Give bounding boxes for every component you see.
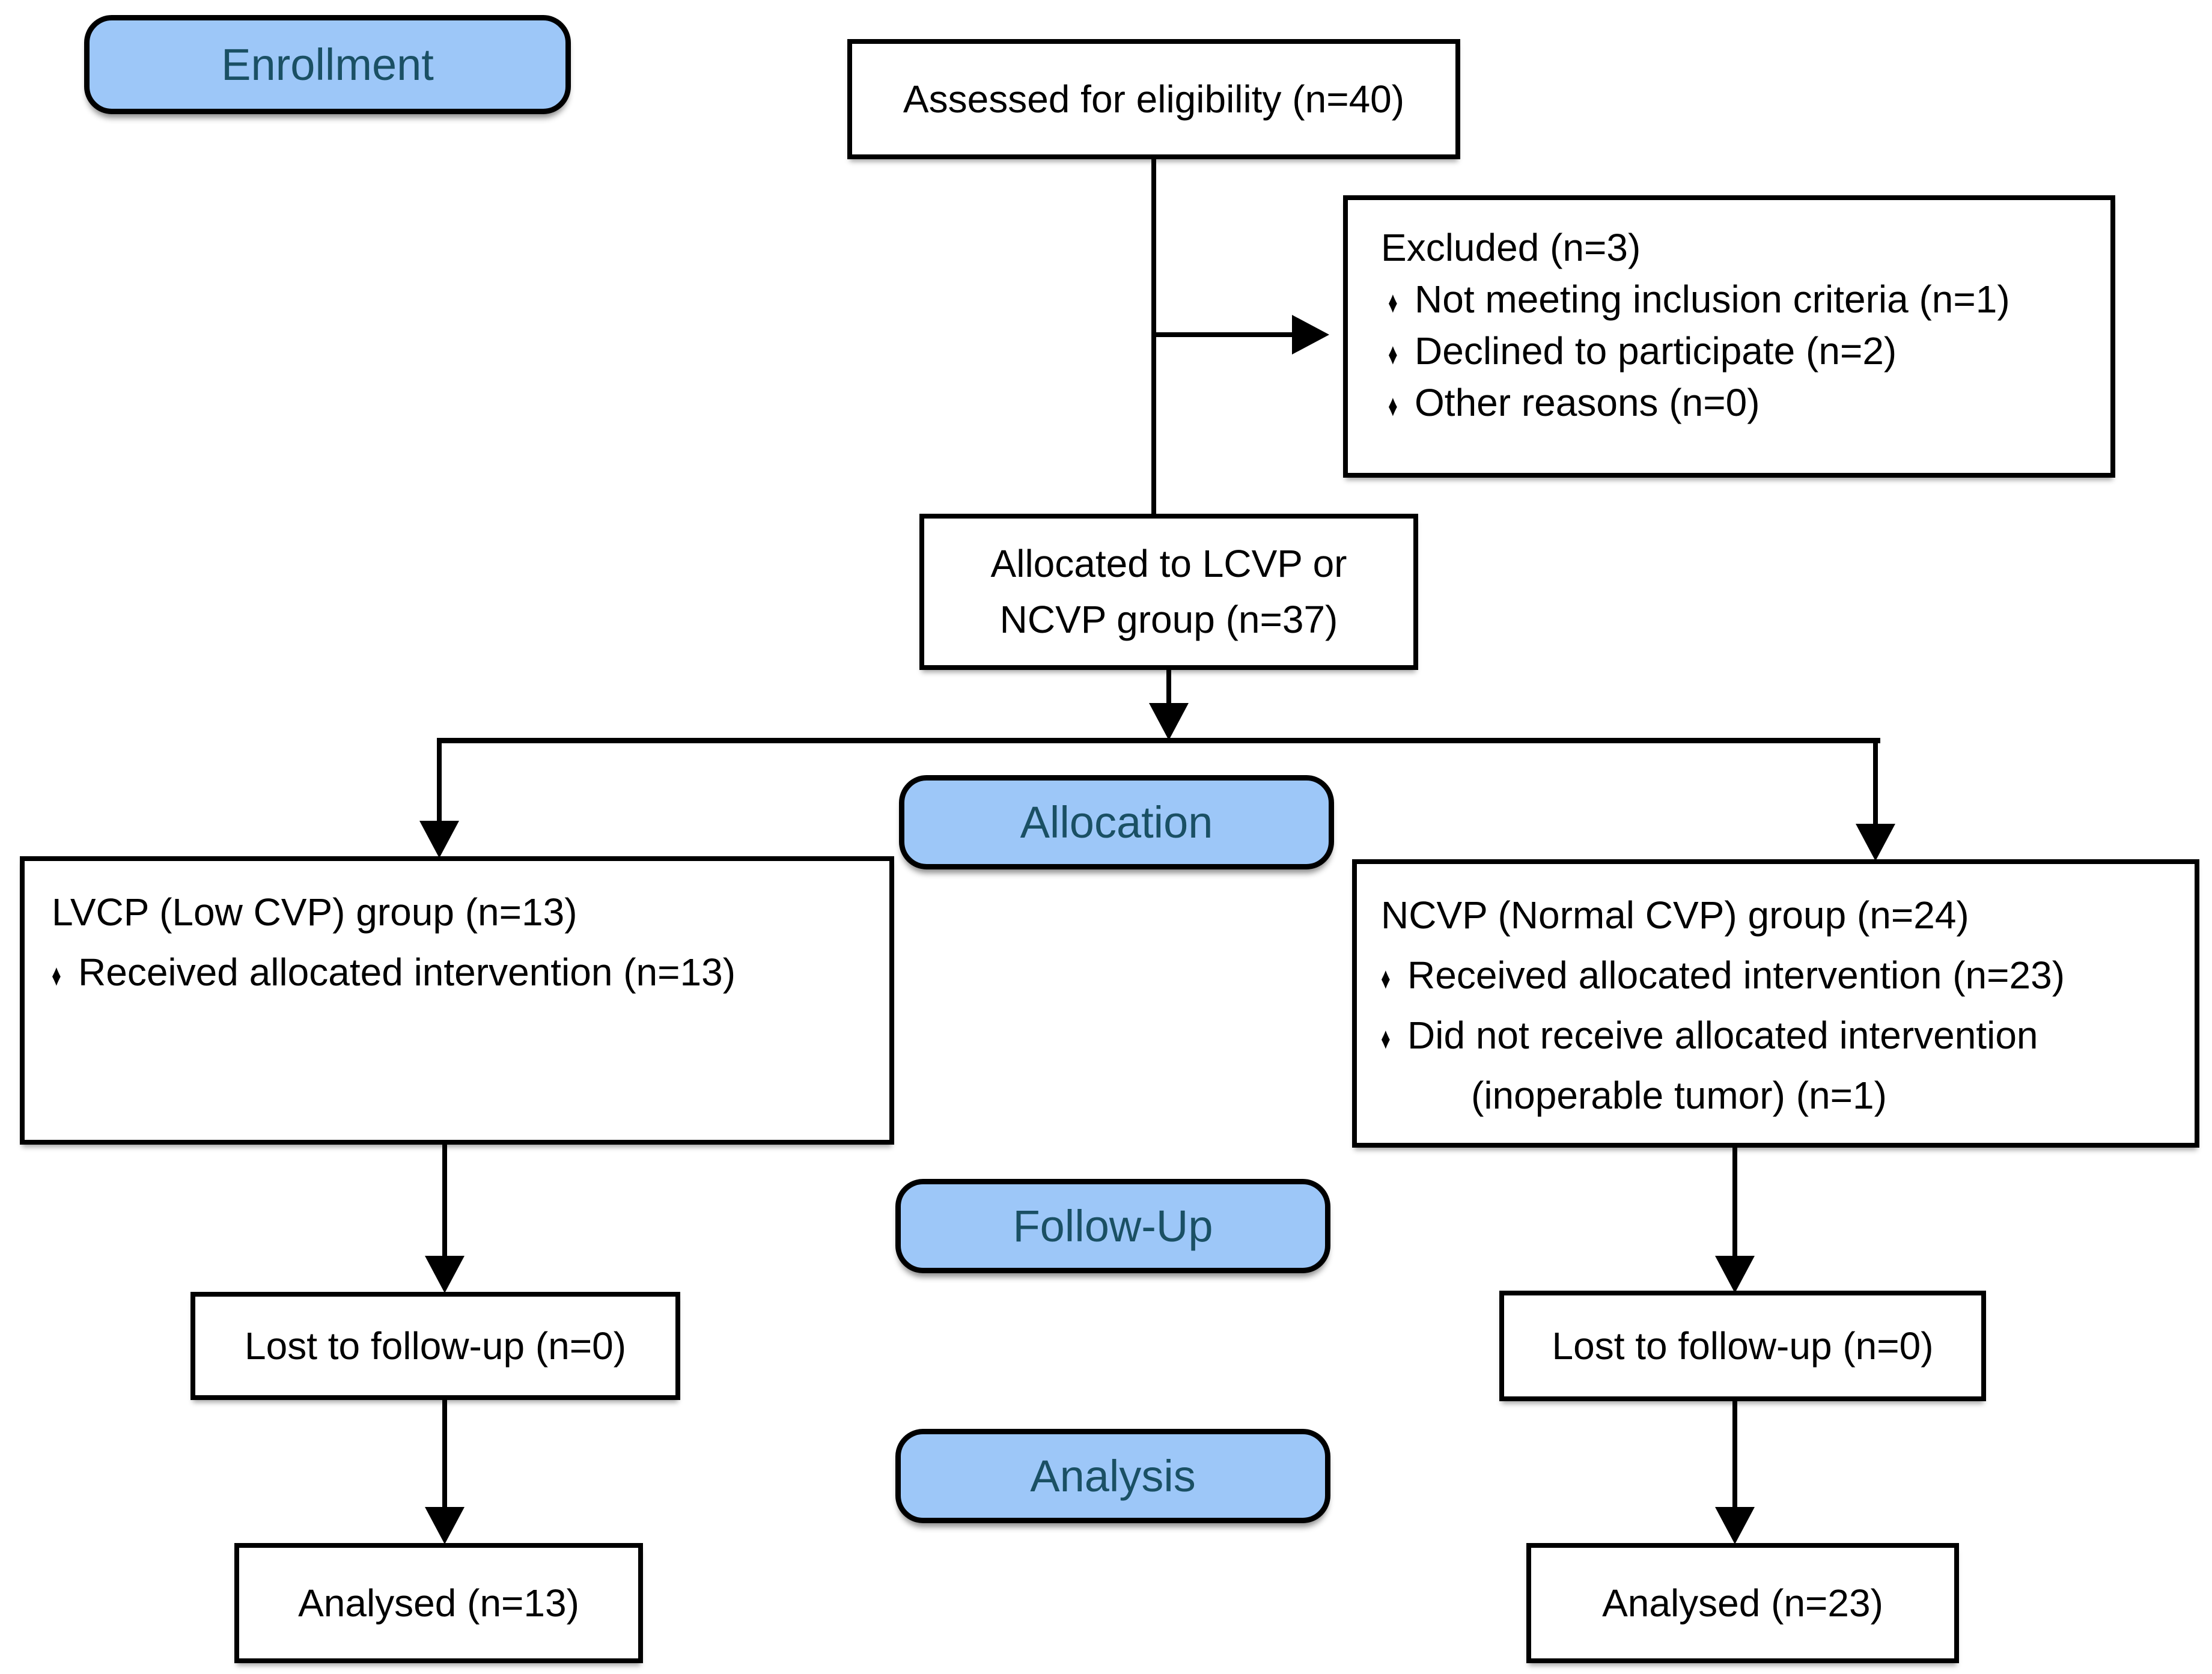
analysis-label-text: Analysis	[1030, 1451, 1196, 1501]
connector-lost-to-analysed-right	[1732, 1400, 1737, 1508]
connector-allocated-to-split	[1166, 668, 1171, 710]
analysed-left-text: Analysed (n=13)	[298, 1581, 579, 1625]
lvcp-group-item: ♦ Received allocated intervention (n=13)	[52, 950, 874, 994]
diamond-bullet-icon: ♦	[1381, 961, 1391, 995]
ncvp-item2-line1: Did not receive allocated intervention	[1407, 1014, 2038, 1057]
lost-followup-right-text: Lost to follow-up (n=0)	[1552, 1324, 1934, 1368]
allocated-line1: Allocated to LCVP or	[990, 542, 1347, 586]
ncvp-item2-line2: (inoperable tumor) (n=1)	[1471, 1074, 1887, 1117]
excluded-title: Excluded (n=3)	[1381, 226, 1641, 269]
arrowhead-lost-left	[425, 1256, 465, 1293]
connector-split-to-lvcp	[437, 738, 442, 822]
diamond-bullet-icon: ♦	[1381, 1021, 1391, 1055]
connector-split-horizontal	[437, 738, 1880, 743]
diamond-bullet-icon: ♦	[1388, 389, 1398, 422]
lost-followup-right-box: Lost to follow-up (n=0)	[1499, 1291, 1986, 1401]
diamond-bullet-icon: ♦	[52, 958, 61, 992]
excluded-item-text: Not meeting inclusion criteria (n=1)	[1415, 278, 2010, 321]
excluded-item-text: Declined to participate (n=2)	[1415, 329, 1897, 373]
allocated-line2: NCVP group (n=37)	[999, 598, 1338, 641]
connector-assessed-to-allocated	[1151, 157, 1156, 517]
lvcp-group-title: LVCP (Low CVP) group (n=13)	[52, 890, 577, 934]
excluded-item-text: Other reasons (n=0)	[1415, 381, 1760, 424]
ncvp-group-title: NCVP (Normal CVP) group (n=24)	[1381, 893, 1969, 937]
lost-followup-left-box: Lost to follow-up (n=0)	[190, 1292, 680, 1400]
follow-up-label-text: Follow-Up	[1013, 1201, 1213, 1251]
connector-split-to-ncvp	[1873, 738, 1878, 825]
arrowhead-analysed-right	[1715, 1507, 1755, 1544]
ncvp-group-item: ♦ Received allocated intervention (n=23)	[1381, 953, 2183, 997]
excluded-item: ♦ Declined to participate (n=2)	[1388, 329, 2092, 373]
ncvp-group-box: NCVP (Normal CVP) group (n=24) ♦ Receive…	[1352, 859, 2199, 1148]
diamond-bullet-icon: ♦	[1388, 337, 1398, 371]
lvcp-item-text: Received allocated intervention (n=13)	[78, 951, 736, 994]
stage-label-enrollment: Enrollment	[84, 15, 571, 114]
lvcp-group-box: LVCP (Low CVP) group (n=13) ♦ Received a…	[20, 856, 894, 1145]
assessed-box: Assessed for eligibility (n=40)	[847, 39, 1460, 159]
arrowhead-lvcp	[419, 821, 459, 858]
connector-to-excluded	[1154, 332, 1293, 337]
connector-lvcp-to-lost	[442, 1143, 447, 1257]
ncvp-item1-text: Received allocated intervention (n=23)	[1407, 954, 2065, 997]
connector-ncvp-to-lost	[1732, 1146, 1737, 1257]
arrowhead-excluded	[1292, 315, 1329, 355]
enrollment-label-text: Enrollment	[221, 40, 434, 90]
arrowhead-lost-right	[1715, 1256, 1755, 1293]
allocated-box: Allocated to LCVP or NCVP group (n=37)	[919, 514, 1418, 670]
excluded-box: Excluded (n=3) ♦ Not meeting inclusion c…	[1343, 195, 2115, 478]
connector-lost-to-analysed-left	[442, 1399, 447, 1508]
diamond-bullet-icon: ♦	[1388, 285, 1398, 319]
arrowhead-split	[1149, 703, 1189, 740]
lost-followup-left-text: Lost to follow-up (n=0)	[245, 1324, 626, 1368]
stage-label-follow-up: Follow-Up	[895, 1179, 1330, 1273]
assessed-text: Assessed for eligibility (n=40)	[903, 78, 1405, 121]
ncvp-group-item: ♦ Did not receive allocated intervention	[1381, 1013, 2183, 1058]
excluded-item: ♦ Not meeting inclusion criteria (n=1)	[1388, 277, 2092, 321]
arrowhead-analysed-left	[425, 1507, 465, 1544]
analysed-left-box: Analysed (n=13)	[234, 1543, 643, 1663]
analysed-right-text: Analysed (n=23)	[1602, 1581, 1883, 1625]
stage-label-allocation: Allocation	[899, 775, 1334, 869]
allocation-label-text: Allocation	[1020, 797, 1213, 847]
excluded-item: ♦ Other reasons (n=0)	[1388, 380, 2092, 425]
arrowhead-ncvp	[1856, 824, 1895, 861]
analysed-right-box: Analysed (n=23)	[1526, 1543, 1959, 1663]
stage-label-analysis: Analysis	[895, 1429, 1330, 1523]
